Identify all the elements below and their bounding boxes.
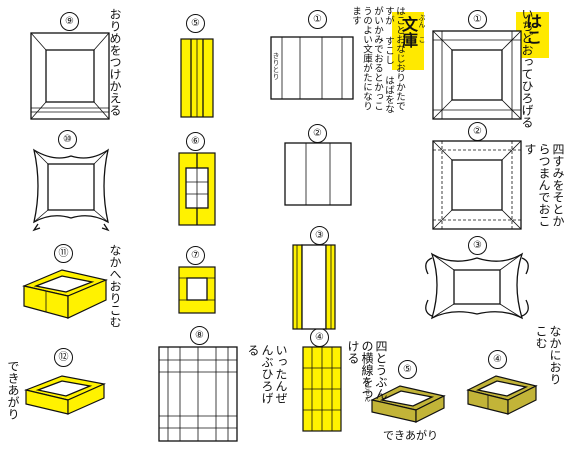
bunko-step-9-caption: おりめをつけかえる — [108, 8, 122, 116]
box-step-4-number: ④ — [488, 350, 507, 369]
bunko-step-2-number: ② — [308, 124, 327, 143]
bunko-step-2-diagram — [284, 142, 352, 206]
bunko-step-11-number: ⑪ — [54, 244, 73, 263]
box-step-3-diagram — [425, 252, 529, 320]
bunko-step-12-caption: できあがり — [6, 360, 20, 420]
bunko-step-12-diagram — [23, 375, 106, 415]
bunko-step-6-diagram — [178, 152, 216, 226]
box-step-5-diagram — [370, 385, 446, 423]
bunko-step-6-number: ⑥ — [186, 132, 205, 151]
fold-label: きりとり — [272, 52, 280, 80]
bunko-step-4-caption: 四とうぶんの横線をつける — [346, 340, 388, 400]
box-step-1-number: ① — [468, 10, 487, 29]
box-step-2-caption: 四すみをそとからつまんでおこす — [523, 143, 565, 227]
bunko-step-3-number: ③ — [310, 226, 329, 245]
bunko-step-9-diagram — [30, 32, 110, 120]
intro-text: はことおなじおりかたですが すこし はばをながいかみでおるとかっこうのよい文庫が… — [350, 6, 405, 114]
bunko-step-11-caption: なかへおりこむ — [108, 244, 122, 328]
subtitle-highlight — [392, 12, 424, 70]
bunko-step-7-diagram — [178, 266, 216, 314]
bunko-step-8-number: ⑧ — [190, 326, 209, 345]
bunko-step-11-diagram — [22, 269, 108, 319]
bunko-step-4-number: ④ — [310, 328, 329, 347]
subtitle: 文庫 — [399, 16, 418, 48]
box-step-4-diagram — [466, 375, 538, 415]
bunko-step-5-number: ⑤ — [186, 14, 205, 33]
box-step-2-number: ② — [468, 122, 487, 141]
box-step-5-caption: できあがり — [383, 429, 438, 442]
bunko-step-10-diagram — [32, 148, 110, 232]
bunko-step-1-diagram — [270, 36, 354, 100]
bunko-step-4-ruby: よこせん — [363, 378, 370, 402]
bunko-step-1-number: ① — [308, 10, 327, 29]
box-step-2-diagram — [432, 140, 522, 230]
subtitle-ruby: ぶん こ — [418, 14, 426, 43]
bunko-step-10-number: ⑩ — [58, 130, 77, 149]
bunko-step-3-diagram — [292, 244, 336, 330]
bunko-step-5-diagram — [180, 38, 214, 118]
bunko-step-4-diagram — [302, 346, 342, 432]
bunko-step-12-number: ⑫ — [54, 348, 73, 367]
bunko-step-8-caption: いったんぜんぶひろげる — [246, 344, 288, 404]
box-step-4-caption: なかにおりこむ — [534, 325, 562, 385]
bunko-step-9-number: ⑨ — [60, 12, 79, 31]
page-title: はこ — [523, 13, 542, 45]
box-step-1-diagram — [432, 30, 522, 120]
box-step-5-number: ⑤ — [398, 360, 417, 379]
bunko-step-7-number: ⑦ — [186, 246, 205, 265]
bunko-step-8-diagram — [158, 346, 238, 442]
box-step-3-number: ③ — [468, 236, 487, 255]
box-step-1-caption: いちどおってひろげる — [520, 8, 534, 128]
